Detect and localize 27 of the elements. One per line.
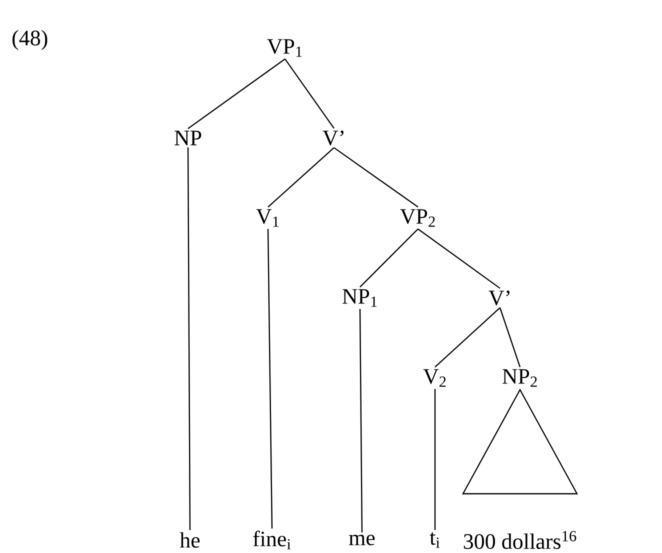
- branch-line: [418, 228, 500, 289]
- category-label: VP$_{1}$: [267, 39, 302, 57]
- branch-line: [267, 228, 273, 528]
- branch-line: [334, 147, 418, 208]
- example-number: (48): [12, 30, 48, 50]
- leaf-word: fine$_{i}$: [253, 530, 291, 550]
- branch-line: [187, 147, 191, 530]
- branch-line: [499, 307, 521, 368]
- leaf-word: t$_{i}$: [430, 532, 440, 548]
- branch-line: [188, 58, 286, 130]
- category-label: VP$_{2}$: [400, 209, 435, 227]
- category-label: NP$_{2}$: [502, 369, 537, 387]
- branch-line: [359, 308, 363, 532]
- category-label: V’: [322, 130, 344, 146]
- leaf-word: he: [180, 532, 200, 548]
- category-label: V’: [488, 290, 510, 306]
- branch-line: [434, 307, 500, 368]
- category-label: V$_{1}$: [256, 209, 279, 227]
- leaf-word: 300 dollars$^{16}$: [464, 531, 576, 549]
- branch-line: [284, 58, 334, 129]
- category-label: NP$_{1}$: [342, 289, 377, 307]
- branch-line: [268, 147, 334, 208]
- leaf-word: me: [349, 534, 375, 546]
- category-label: V$_{2}$: [423, 369, 446, 387]
- branch-line: [434, 388, 436, 530]
- branch-line: [360, 228, 418, 288]
- category-label: NP: [174, 130, 202, 146]
